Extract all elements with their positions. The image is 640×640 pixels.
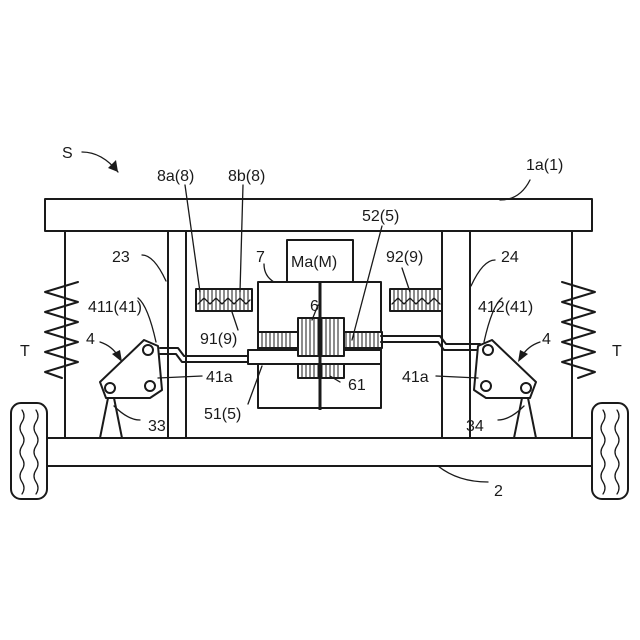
- label-24: 24: [501, 249, 519, 266]
- label-S: S: [62, 145, 73, 162]
- left-tire: [11, 403, 47, 499]
- right-bellcrank-pivot-top: [483, 345, 493, 355]
- arrow-4-right-head: [518, 350, 528, 362]
- right-support-34: [514, 398, 536, 438]
- left-bellcrank-pivot-top: [143, 345, 153, 355]
- label-4-right: 4: [542, 331, 551, 348]
- left-link-rod: [160, 348, 248, 362]
- label-929: 92(9): [386, 249, 423, 266]
- label-34: 34: [466, 418, 484, 435]
- label-41a-right: 41a: [402, 369, 429, 386]
- left-coil-spring: [45, 282, 78, 378]
- label-41141: 411(41): [88, 299, 142, 316]
- label-525: 52(5): [362, 208, 399, 225]
- left-bellcrank-pivot-bottom: [145, 381, 155, 391]
- left-bellcrank-pivot-left: [105, 383, 115, 393]
- label-33: 33: [148, 418, 166, 435]
- bottom-frame-2: [45, 438, 592, 466]
- label-6: 6: [310, 298, 319, 315]
- right-bellcrank-pivot-bottom: [481, 381, 491, 391]
- label-8a8: 8a(8): [157, 168, 194, 185]
- label-8b8: 8b(8): [228, 168, 265, 185]
- label-T-right: T: [612, 343, 622, 360]
- label-MaM: Ma(M): [291, 254, 337, 271]
- label-23: 23: [112, 249, 130, 266]
- left-support-33: [100, 398, 122, 438]
- right-coil-spring: [562, 282, 595, 378]
- right-link-rod: [381, 336, 480, 350]
- label-41a-left: 41a: [206, 369, 233, 386]
- label-2: 2: [494, 483, 503, 500]
- label-61: 61: [348, 377, 366, 394]
- label-1a1: 1a(1): [526, 157, 563, 174]
- arrow-4-left-head: [112, 350, 122, 362]
- label-T-left: T: [20, 343, 30, 360]
- right-bellcrank-pivot-right: [521, 383, 531, 393]
- label-7: 7: [256, 249, 265, 266]
- arrow-S: [108, 160, 118, 172]
- right-tire: [592, 403, 628, 499]
- label-4-left: 4: [86, 331, 95, 348]
- top-plate: [45, 199, 592, 231]
- label-515: 51(5): [204, 406, 241, 423]
- label-919: 91(9): [200, 331, 237, 348]
- label-41241: 412(41): [478, 299, 533, 316]
